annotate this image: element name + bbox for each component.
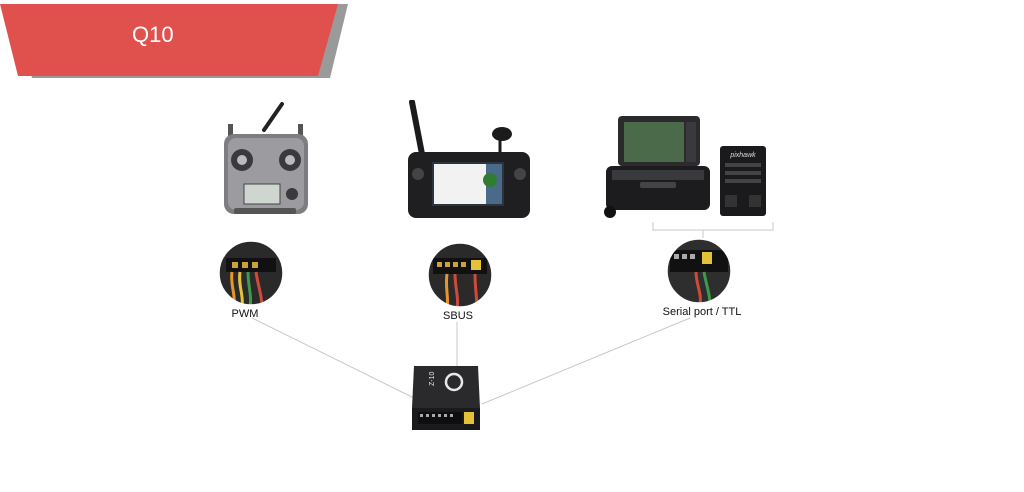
ground-station-case-icon xyxy=(604,116,710,218)
label-sbus: SBUS xyxy=(443,310,473,322)
line-pwm xyxy=(251,317,419,401)
rc-transmitter-icon xyxy=(224,102,308,214)
serial-connector-icon xyxy=(666,238,732,304)
pwm-connector-icon xyxy=(218,240,284,306)
pixhawk-brand-text: pixhawk xyxy=(729,152,756,159)
label-pwm: PWM xyxy=(231,308,259,320)
slide-title: Q10 xyxy=(132,22,174,47)
banner-shape xyxy=(0,4,338,76)
sbus-connector-icon xyxy=(427,242,493,308)
handheld-controller-icon xyxy=(408,100,530,218)
q10-module-icon: Z-10 xyxy=(412,366,480,430)
line-serial xyxy=(481,317,691,405)
pixhawk-icon: pixhawk xyxy=(720,146,766,216)
title-banner xyxy=(0,4,348,78)
label-serial: Serial port / TTL xyxy=(662,306,742,318)
module-printed-text: Z-10 xyxy=(429,372,436,387)
bracket-line xyxy=(652,222,774,231)
